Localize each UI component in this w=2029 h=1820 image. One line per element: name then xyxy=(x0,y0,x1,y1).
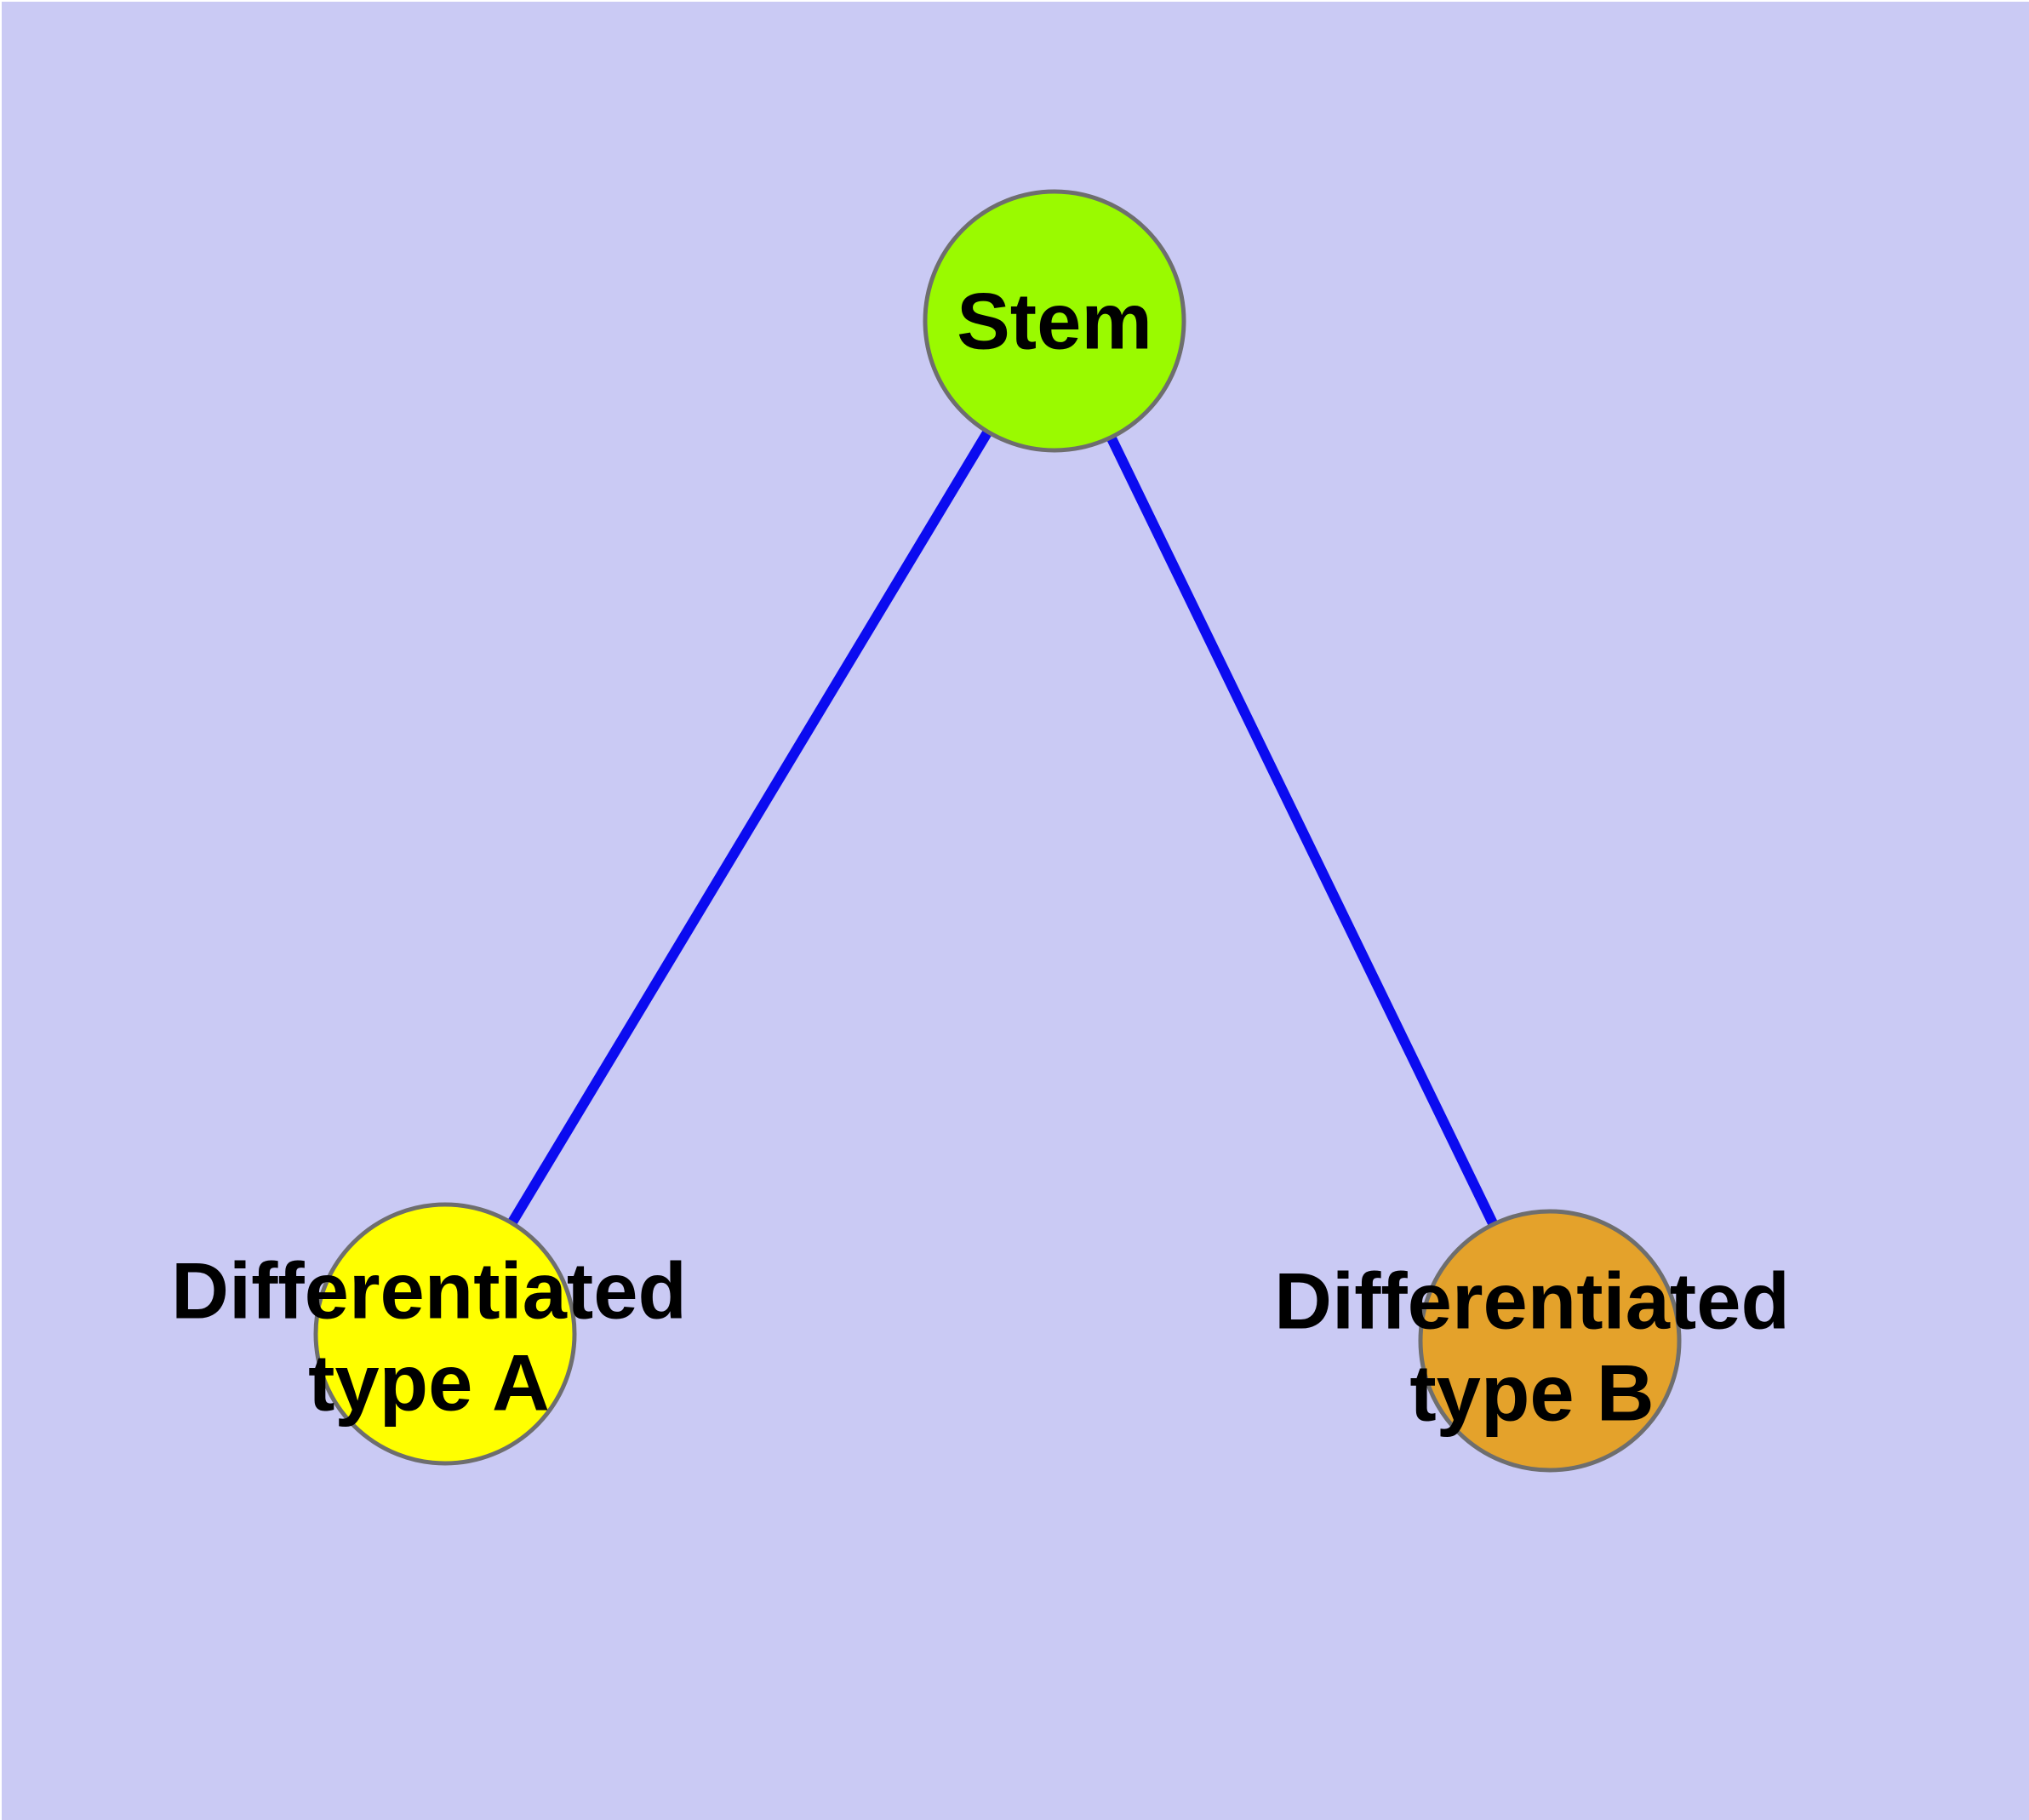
node-differentiated-type-a xyxy=(313,1202,577,1466)
node-stem xyxy=(923,189,1186,453)
edge-stem-to-type-b xyxy=(1049,318,1555,1343)
edge-stem-to-type-a xyxy=(440,318,1060,1337)
node-label-stem: Stem xyxy=(957,277,1152,366)
node-differentiated-type-b xyxy=(1418,1209,1682,1473)
